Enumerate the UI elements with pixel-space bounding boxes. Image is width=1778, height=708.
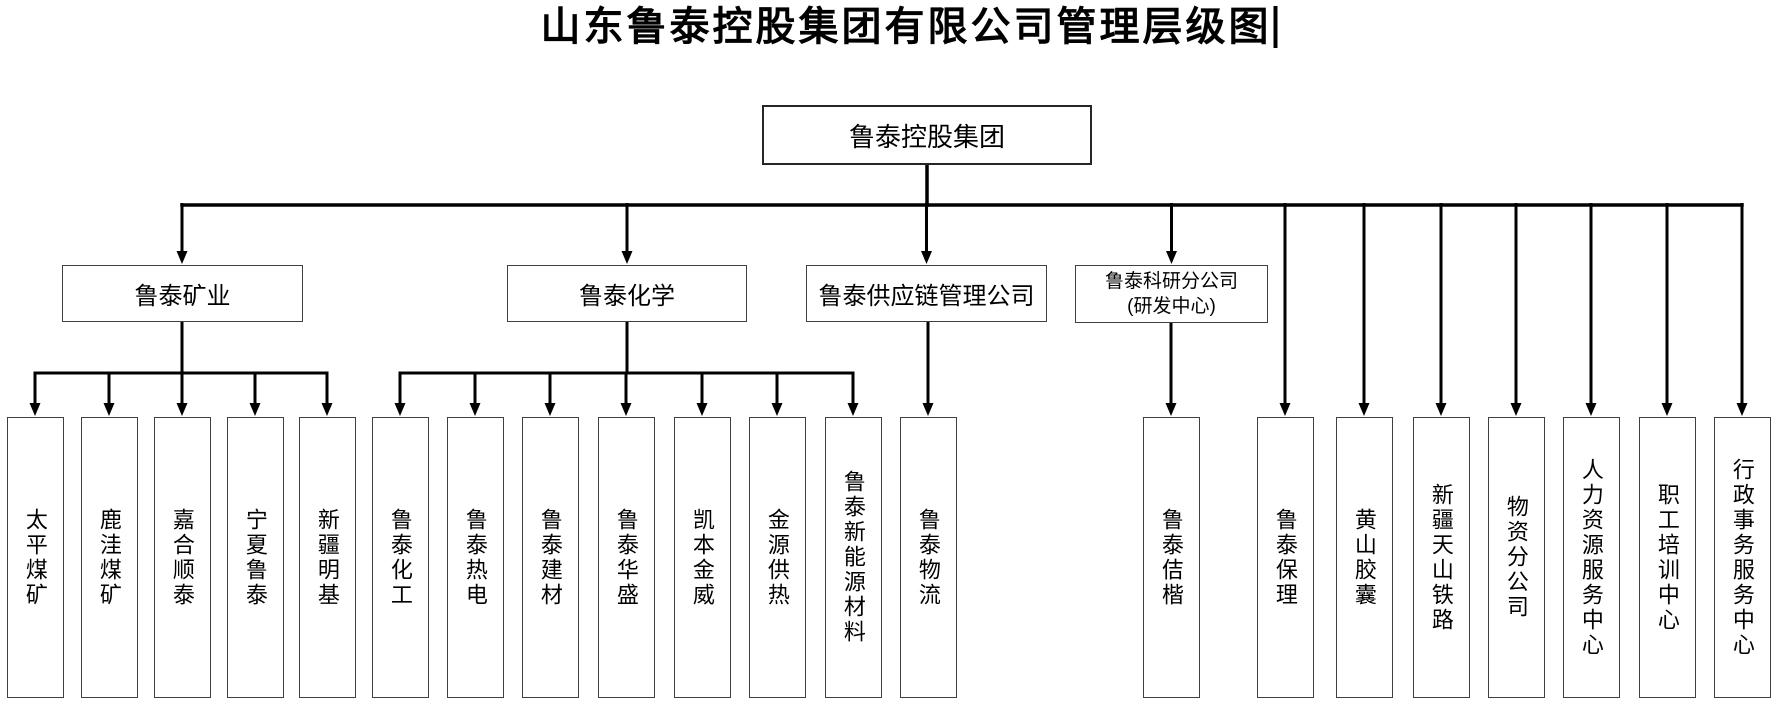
text-cursor [1273,6,1278,48]
node-label: 新疆天山铁路 [1428,482,1454,633]
node-label: 凯本金威 [689,507,715,608]
leaf-node: 鲁泰新能源材料 [824,417,882,698]
node-label: 鲁泰建材 [537,507,563,608]
leaf-node: 新疆天山铁路 [1412,417,1470,698]
division-node-mining: 鲁泰矿业 [62,265,303,322]
node-label: 太平煤矿 [22,507,48,608]
node-label: 鲁泰矿业 [134,283,231,310]
node-label: 鲁泰华盛 [613,507,639,608]
leaf-node: 鹿洼煤矿 [80,417,138,698]
node-label: 黄山胶囊 [1351,507,1377,608]
division-node-research: 鲁泰科研分公司 (研发中心) [1075,265,1268,323]
node-label: 宁夏鲁泰 [242,507,268,608]
leaf-node: 嘉合顺泰 [153,417,211,698]
leaf-node: 鲁泰华盛 [597,417,655,698]
node-label: 鲁泰供应链管理公司 [818,283,1035,310]
leaf-node: 职工培训中心 [1638,417,1696,698]
node-label: 鲁泰新能源材料 [840,470,866,645]
node-label: 鲁泰佶楷 [1158,507,1184,608]
leaf-node: 太平煤矿 [6,417,64,698]
leaf-node: 人力资源服务中心 [1562,417,1620,698]
node-label: 金源供热 [764,507,790,608]
division-node-chemistry: 鲁泰化学 [507,265,747,322]
leaf-node: 黄山胶囊 [1335,417,1393,698]
leaf-node: 凯本金威 [673,417,731,698]
leaf-node: 鲁泰物流 [899,417,957,698]
node-label: 鹿洼煤矿 [96,507,122,608]
chart-title-text: 山东鲁泰控股集团有限公司管理层级图 [540,3,1272,50]
leaf-node: 鲁泰化工 [371,417,429,698]
leaf-node: 鲁泰佶楷 [1142,417,1200,698]
leaf-node: 行政事务服务中心 [1713,417,1771,698]
node-label: 行政事务服务中心 [1729,457,1755,658]
leaf-node: 金源供热 [748,417,806,698]
node-label: 物资分公司 [1503,495,1529,620]
leaf-node: 新疆明基 [298,417,356,698]
chart-title: 山东鲁泰控股集团有限公司管理层级图 [541,4,1278,50]
root-node: 鲁泰控股集团 [762,105,1092,165]
division-node-supply-chain: 鲁泰供应链管理公司 [806,265,1047,322]
node-label: 人力资源服务中心 [1578,457,1604,658]
leaf-node: 宁夏鲁泰 [226,417,284,698]
node-label: 嘉合顺泰 [169,507,195,608]
node-label: 鲁泰科研分公司 [1104,271,1238,292]
leaf-node: 鲁泰建材 [521,417,579,698]
node-label: 鲁泰控股集团 [848,121,1005,152]
node-label: (研发中心) [1127,296,1216,317]
node-label: 鲁泰热电 [462,507,488,608]
node-label: 鲁泰保理 [1272,507,1298,608]
leaf-node: 鲁泰热电 [446,417,504,698]
leaf-node: 鲁泰保理 [1256,417,1314,698]
node-label: 鲁泰化学 [579,283,675,310]
node-label: 新疆明基 [314,507,340,608]
node-label: 鲁泰物流 [915,507,941,608]
node-label: 鲁泰化工 [387,507,413,608]
leaf-node: 物资分公司 [1487,417,1545,698]
node-label: 职工培训中心 [1654,482,1680,633]
